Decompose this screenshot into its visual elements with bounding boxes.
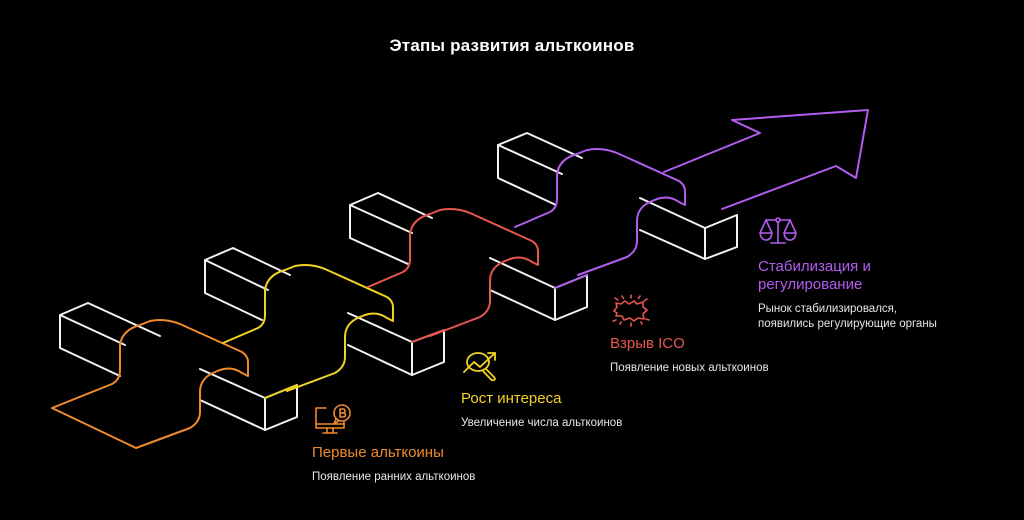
step-stabilization-regulation: Стабилизация и регулирование Рынок стаби…: [758, 214, 1024, 332]
beam-box-4-front: [639, 197, 738, 260]
beam-box-3-back: [349, 192, 433, 265]
growth-arrow: [663, 109, 869, 210]
step-growing-interest: Рост интереса Увеличение числа альткоино…: [461, 348, 622, 431]
ribbon-stage-3: [367, 208, 539, 337]
step-4-description-line-1: Рынок стабилизировался,: [758, 303, 898, 315]
ribbon-stage-2: [222, 264, 394, 392]
beam-box-3-front: [489, 257, 588, 321]
step-ico-boom: Взрыв ICO Появление новых альткоинов: [610, 293, 769, 376]
step-4-description: Рынок стабилизировался, появились регули…: [758, 302, 1024, 332]
magnifier-growth-chart-icon: [463, 352, 496, 382]
beam-box-2-back: [204, 247, 291, 321]
diagram-title: Этапы развития альткоинов: [389, 36, 635, 55]
step-3-description: Появление новых альткоинов: [610, 362, 769, 374]
step-4-description-line-2: появились регулирующие органы: [758, 318, 937, 330]
step-2-heading: Рост интереса: [461, 390, 562, 407]
beam-box-4-back: [497, 132, 583, 206]
step-4-heading: Стабилизация и регулирование: [758, 258, 1024, 294]
explosion-icon: [612, 294, 650, 327]
beam-box-2-front: [347, 312, 445, 376]
beam-box-1-back: [59, 302, 161, 377]
ribbon-stage-3-edge: [411, 329, 445, 343]
ribbon-stage-1: [51, 319, 249, 449]
monitor-bitcoin-icon: [315, 404, 351, 434]
ribbon-stage-4: [514, 148, 686, 276]
step-3-heading: Взрыв ICO: [610, 335, 685, 352]
scales-icon: [759, 217, 797, 244]
beam-box-1-front: [199, 368, 298, 431]
step-4-heading-line-2: регулирование: [758, 276, 863, 293]
step-1-description: Появление ранних альткоинов: [312, 471, 476, 483]
ribbon-stage-2-edge: [264, 384, 298, 399]
step-4-heading-line-1: Стабилизация и: [758, 258, 871, 275]
step-1-heading: Первые альткоины: [312, 444, 444, 461]
step-2-description: Увеличение числа альткоинов: [461, 417, 623, 429]
step-first-altcoins: Первые альткоины Появление ранних альтко…: [312, 402, 475, 485]
beam-boxes: [59, 132, 738, 431]
ribbon-stage-4-edge: [554, 274, 588, 289]
